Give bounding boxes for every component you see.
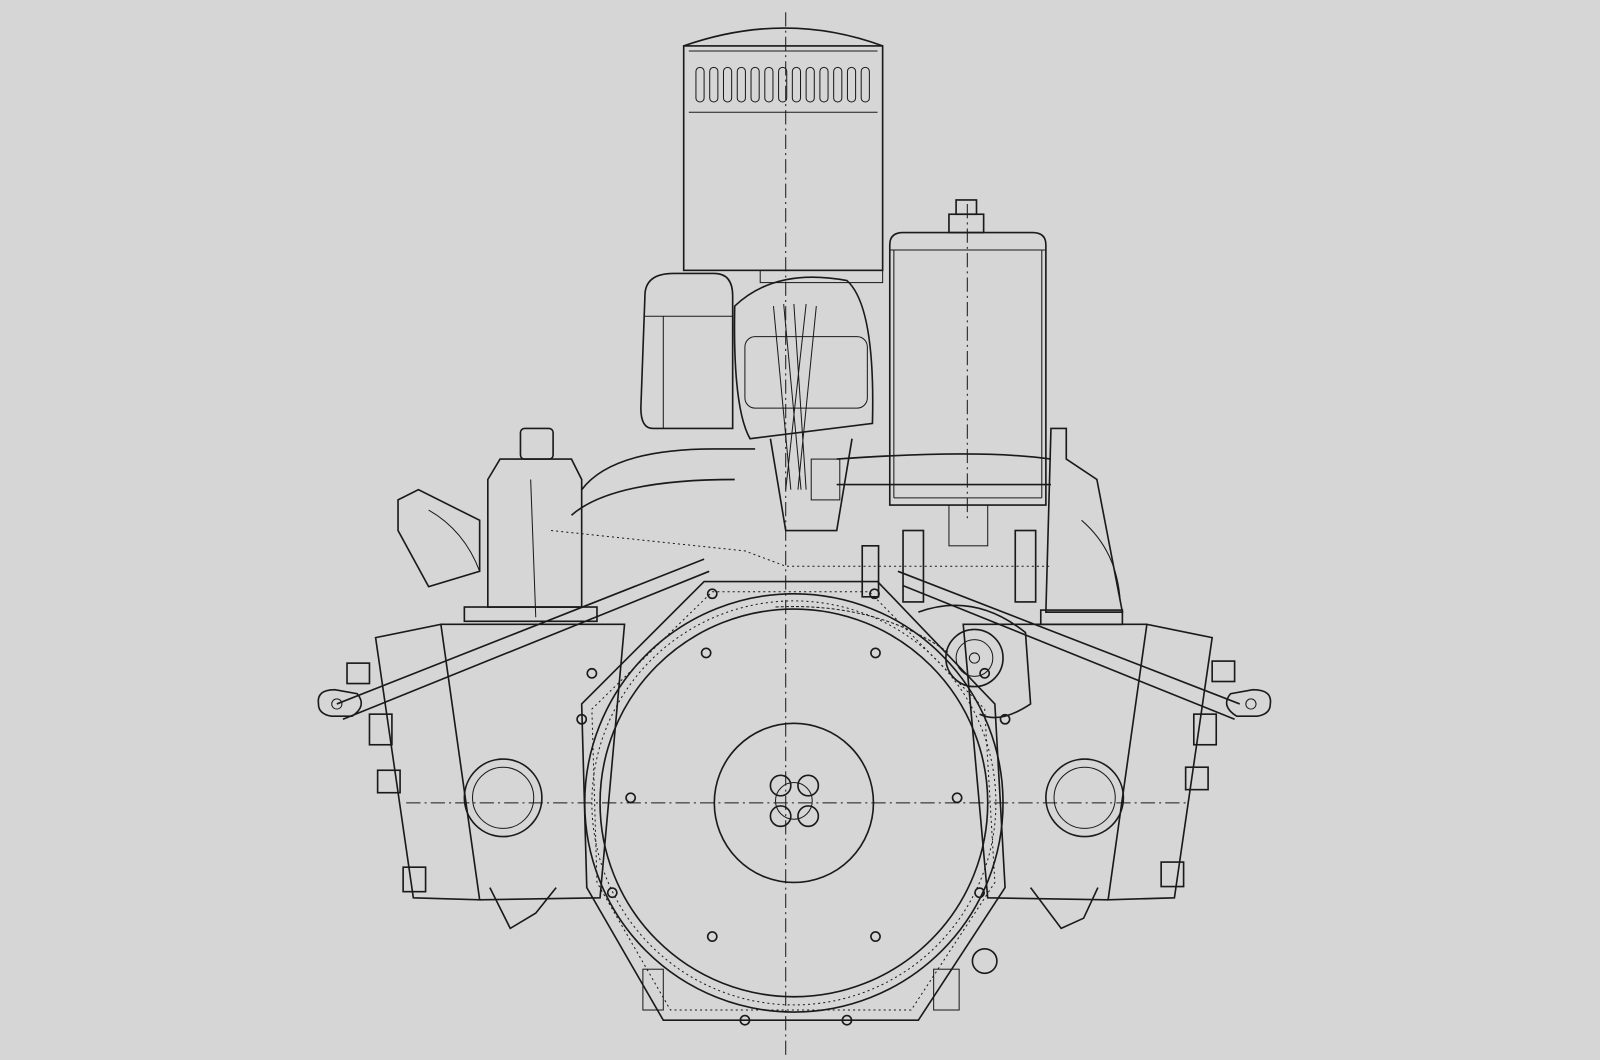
bolt xyxy=(951,792,963,804)
flywheel-housing xyxy=(576,580,1011,1026)
left-cylinder-bank xyxy=(374,623,626,930)
ignition-coil xyxy=(888,199,1047,547)
bolt xyxy=(706,931,718,942)
right-cylinder-bank xyxy=(962,623,1214,930)
vent-slot xyxy=(695,66,705,103)
bolt xyxy=(870,647,881,659)
bolt xyxy=(625,792,637,804)
vent-slot xyxy=(846,66,857,103)
bolt xyxy=(974,887,985,899)
right-mount xyxy=(1160,660,1272,888)
distributor xyxy=(733,276,874,532)
bolt xyxy=(841,1014,853,1026)
carburetor xyxy=(640,272,734,430)
vent-slot xyxy=(750,66,760,103)
vent-slot xyxy=(764,66,774,103)
flywheel-bolts xyxy=(576,588,1011,1026)
bolt xyxy=(739,1014,751,1026)
bolt xyxy=(586,667,598,679)
vent-slot xyxy=(709,66,719,103)
bolt xyxy=(606,887,618,899)
vent-slot xyxy=(819,66,829,103)
air-filter xyxy=(682,27,884,284)
vent-slot xyxy=(833,66,843,103)
vent-slot xyxy=(736,66,746,103)
bolt xyxy=(979,667,991,679)
left-mount xyxy=(317,662,427,893)
vent-slot xyxy=(791,66,802,103)
vent-slot xyxy=(722,66,733,103)
bolt xyxy=(700,647,712,659)
bolt xyxy=(999,713,1011,725)
generator-pulley xyxy=(918,604,1032,719)
left-exhaust-manifold xyxy=(397,427,598,623)
intake-manifold xyxy=(551,448,1052,567)
cylinder-head-studs xyxy=(861,529,1037,603)
bolt xyxy=(870,931,881,942)
belt-lines xyxy=(336,558,1241,721)
vent-slot xyxy=(860,66,870,103)
vent-slot xyxy=(805,66,815,103)
crank-nut-cluster xyxy=(769,774,820,828)
bolt xyxy=(576,713,588,725)
bolt xyxy=(706,588,718,600)
vent-slot xyxy=(778,66,788,103)
air-filter-vent-slots xyxy=(695,66,870,103)
right-exhaust-manifold xyxy=(1039,427,1124,626)
